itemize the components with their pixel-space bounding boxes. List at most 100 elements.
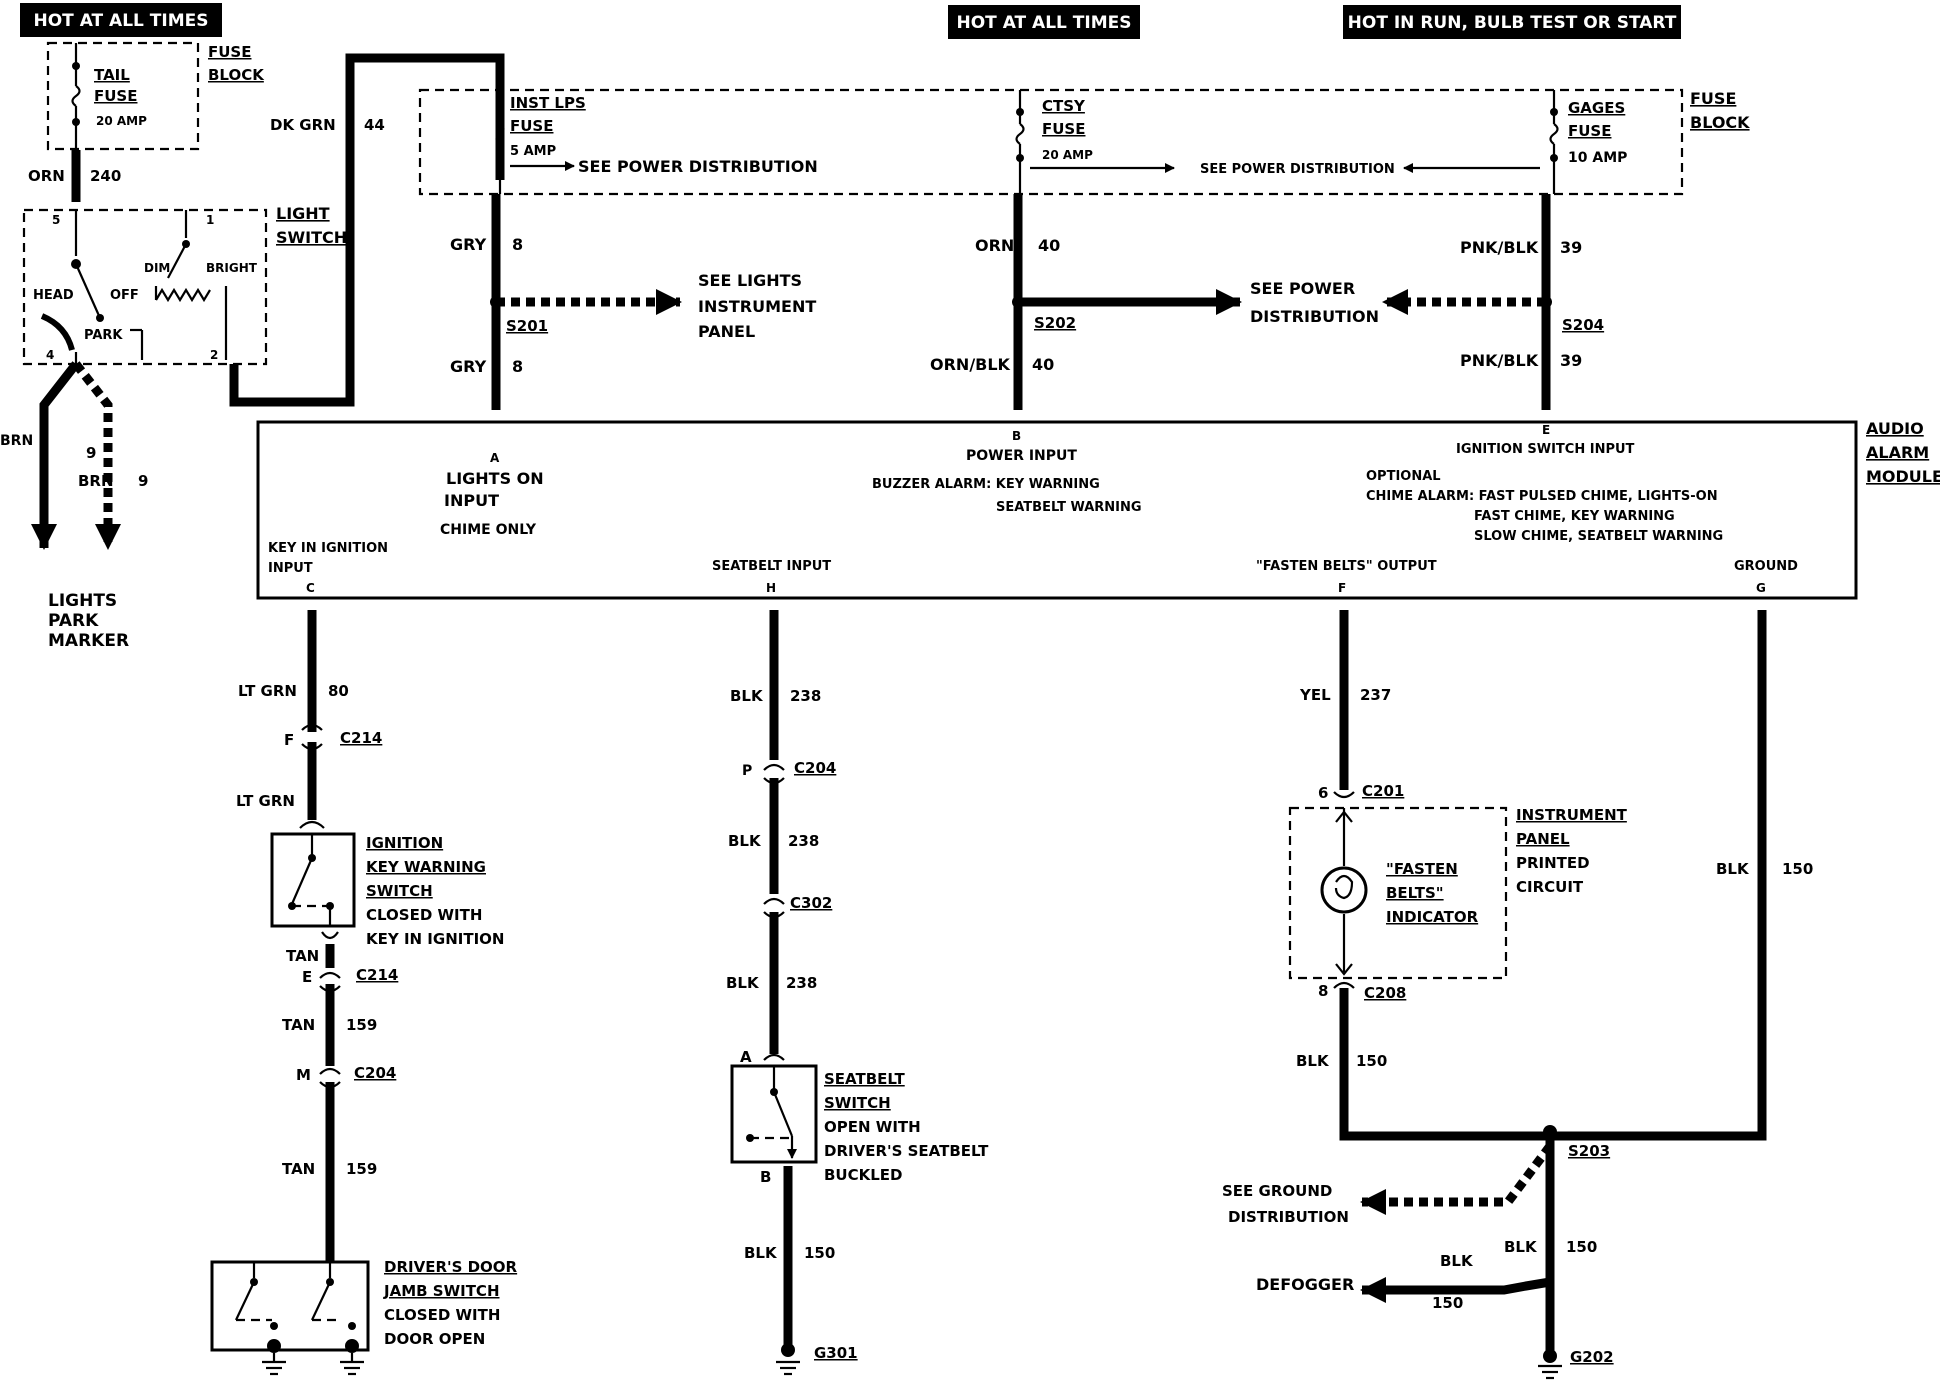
label-wires-tan-2-num: 159 xyxy=(346,1016,377,1034)
label-wires-dk-grn-num: 44 xyxy=(364,116,385,134)
label-splices-s202: S202 xyxy=(1034,314,1076,332)
label-module-power-input: POWER INPUT xyxy=(966,448,1077,464)
label-fuse-block-main-inst-lps-2: FUSE xyxy=(510,117,553,135)
label-fuse-block-left-label-2: BLOCK xyxy=(208,66,265,84)
label-wires-brn-left: BRN xyxy=(0,433,33,449)
label-module-pin-f: F xyxy=(1338,581,1346,595)
label-fuse-block-left-fuse-name-1: TAIL xyxy=(94,66,130,84)
label-ign-switch-l1: IGNITION xyxy=(366,834,443,852)
label-module-key-in-1: KEY IN IGNITION xyxy=(268,541,388,556)
label-fuse-block-main-label-2: BLOCK xyxy=(1690,113,1750,132)
label-fuse-block-main-gages-1: GAGES xyxy=(1568,99,1625,117)
wire-blk-150-ground xyxy=(1550,610,1767,1141)
label-ign-switch-l5: KEY IN IGNITION xyxy=(366,930,504,948)
label-connectors-c208: C208 xyxy=(1364,984,1406,1002)
wire-orn-40 xyxy=(1012,194,1242,410)
label-wires-blk-defog-num: 150 xyxy=(1432,1294,1463,1312)
label-fuse-block-main-inst-lps-1: INST LPS xyxy=(510,94,586,112)
label-wires-tan-3: TAN xyxy=(282,1160,315,1178)
wire-lt-grn-80 xyxy=(301,610,323,820)
main-fuse-block: FUSE BLOCK INST LPS FUSE 5 AMP SEE POWER… xyxy=(418,88,1750,196)
label-connectors-c204-p-pin: P xyxy=(742,763,752,779)
label-module-seatbelt-input: SEATBELT INPUT xyxy=(712,559,831,574)
label-light-switch-bright: BRIGHT xyxy=(206,261,258,275)
label-connectors-c214-e-pin: E xyxy=(302,968,312,986)
header-hot-in-run: HOT IN RUN, BULB TEST OR START xyxy=(1343,5,1681,39)
label-module-name-3: MODULE xyxy=(1866,467,1940,486)
label-light-switch-dim: DIM xyxy=(144,261,170,275)
label-wires-blk-238b-num: 238 xyxy=(788,832,819,850)
label-lights-park-l3: MARKER xyxy=(48,631,129,651)
wire-pnk-blk-39 xyxy=(1382,194,1552,410)
label-fuse-block-left-label-1: FUSE xyxy=(208,43,251,61)
label-module-buzzer-1: BUZZER ALARM: KEY WARNING xyxy=(872,477,1100,492)
label-module-name-2: ALARM xyxy=(1866,443,1929,462)
wire-brn-9 xyxy=(31,361,121,550)
label-door-switch-l3: CLOSED WITH xyxy=(384,1306,500,1324)
label-module-chime-2: FAST CHIME, KEY WARNING xyxy=(1474,509,1675,524)
label-wires-blk-238c: BLK xyxy=(726,974,760,992)
label-seatbelt-switch-l1: SEATBELT xyxy=(824,1070,905,1088)
label-wires-yel-num: 237 xyxy=(1360,686,1391,704)
label-module-pin-h: H xyxy=(766,581,776,595)
label-wires-yel: YEL xyxy=(1299,686,1331,704)
label-headers-hot-at-all-times-mid: HOT AT ALL TIMES xyxy=(957,13,1132,33)
label-ip-circuit-l3: PRINTED xyxy=(1516,854,1590,872)
label-connectors-c302: C302 xyxy=(790,894,832,912)
label-splices-s204: S204 xyxy=(1562,316,1604,334)
label-fuse-block-main-gages-2: FUSE xyxy=(1568,122,1611,140)
label-ip-circuit-ind-2: BELTS" xyxy=(1386,884,1444,902)
label-fuse-block-left-fuse-rating: 20 AMP xyxy=(96,114,147,128)
label-wires-brn-9b: 9 xyxy=(138,472,148,490)
label-connectors-seat-b: B xyxy=(760,1168,771,1186)
label-light-switch-park: PARK xyxy=(84,328,123,343)
wire-blk-238 xyxy=(763,610,785,1061)
label-seatbelt-switch-l4: DRIVER'S SEATBELT xyxy=(824,1142,989,1160)
label-ign-switch-l3: SWITCH xyxy=(366,882,433,900)
label-module-ign-switch-input: IGNITION SWITCH INPUT xyxy=(1456,442,1635,457)
label-wires-orn-num: 240 xyxy=(90,167,121,185)
label-wires-lt-grn-1: LT GRN xyxy=(238,682,297,700)
label-connectors-c214-f: C214 xyxy=(340,729,382,747)
label-module-key-in-2: INPUT xyxy=(268,561,313,576)
wire-tan-159 xyxy=(319,944,341,1262)
tail-fuse-block: FUSE BLOCK TAIL FUSE 20 AMP xyxy=(46,41,265,151)
label-module-pin-c: C xyxy=(306,581,315,595)
label-fuse-block-main-label-1: FUSE xyxy=(1690,89,1736,108)
label-module-lights-on-1: LIGHTS ON xyxy=(446,469,544,488)
label-wires-blk-150-seat-num: 150 xyxy=(804,1244,835,1262)
instrument-panel-printed-circuit: INSTRUMENT PANEL PRINTED CIRCUIT "FASTEN… xyxy=(1288,806,1628,980)
label-connectors-c204-p: C204 xyxy=(794,759,836,777)
label-wires-pnk-blk-top: PNK/BLK xyxy=(1460,238,1539,257)
label-wires-gry-top-num: 8 xyxy=(512,235,523,254)
label-wires-orn-blk-num: 40 xyxy=(1032,355,1054,374)
label-connectors-c214-f-pin: F xyxy=(284,731,294,749)
label-light-switch-label-1: LIGHT xyxy=(276,204,330,223)
label-wires-blk-238c-num: 238 xyxy=(786,974,817,992)
label-refs-power-dist-1: SEE POWER xyxy=(1250,279,1355,298)
label-module-pin-e: E xyxy=(1542,423,1550,437)
seatbelt-switch: A B SEATBELT SWITCH OPEN WITH DRIVER'S S… xyxy=(730,1048,989,1186)
label-wires-blk-150-s203-num: 150 xyxy=(1566,1238,1597,1256)
label-wires-lt-grn-2: LT GRN xyxy=(236,792,295,810)
label-wires-blk-150-gnd-num: 150 xyxy=(1782,860,1813,878)
label-module-chime-3: SLOW CHIME, SEATBELT WARNING xyxy=(1474,529,1723,544)
label-headers-hot-at-all-times-left: HOT AT ALL TIMES xyxy=(34,11,209,31)
label-lights-park-l1: LIGHTS xyxy=(48,591,117,611)
label-connectors-seat-a: A xyxy=(740,1048,752,1066)
label-light-switch-pin-2: 2 xyxy=(210,348,218,362)
label-wires-lt-grn-1-num: 80 xyxy=(328,682,349,700)
label-wires-orn-40: ORN xyxy=(975,236,1014,255)
label-refs-defogger: DEFOGGER xyxy=(1256,1275,1354,1294)
label-grounds-g202: G202 xyxy=(1570,1348,1614,1366)
ignition-key-warning-switch: IGNITION KEY WARNING SWITCH CLOSED WITH … xyxy=(270,820,504,948)
label-refs-ground-dist-1: SEE GROUND xyxy=(1222,1182,1332,1200)
label-wires-blk-150-ind: BLK xyxy=(1296,1052,1330,1070)
label-wires-blk-150-ind-num: 150 xyxy=(1356,1052,1387,1070)
label-seatbelt-switch-l2: SWITCH xyxy=(824,1094,891,1112)
label-connectors-c201-pin: 6 xyxy=(1318,784,1328,802)
label-connectors-c201: C201 xyxy=(1362,782,1404,800)
label-wires-blk-238a: BLK xyxy=(730,687,764,705)
label-wires-blk-defog: BLK xyxy=(1440,1252,1474,1270)
